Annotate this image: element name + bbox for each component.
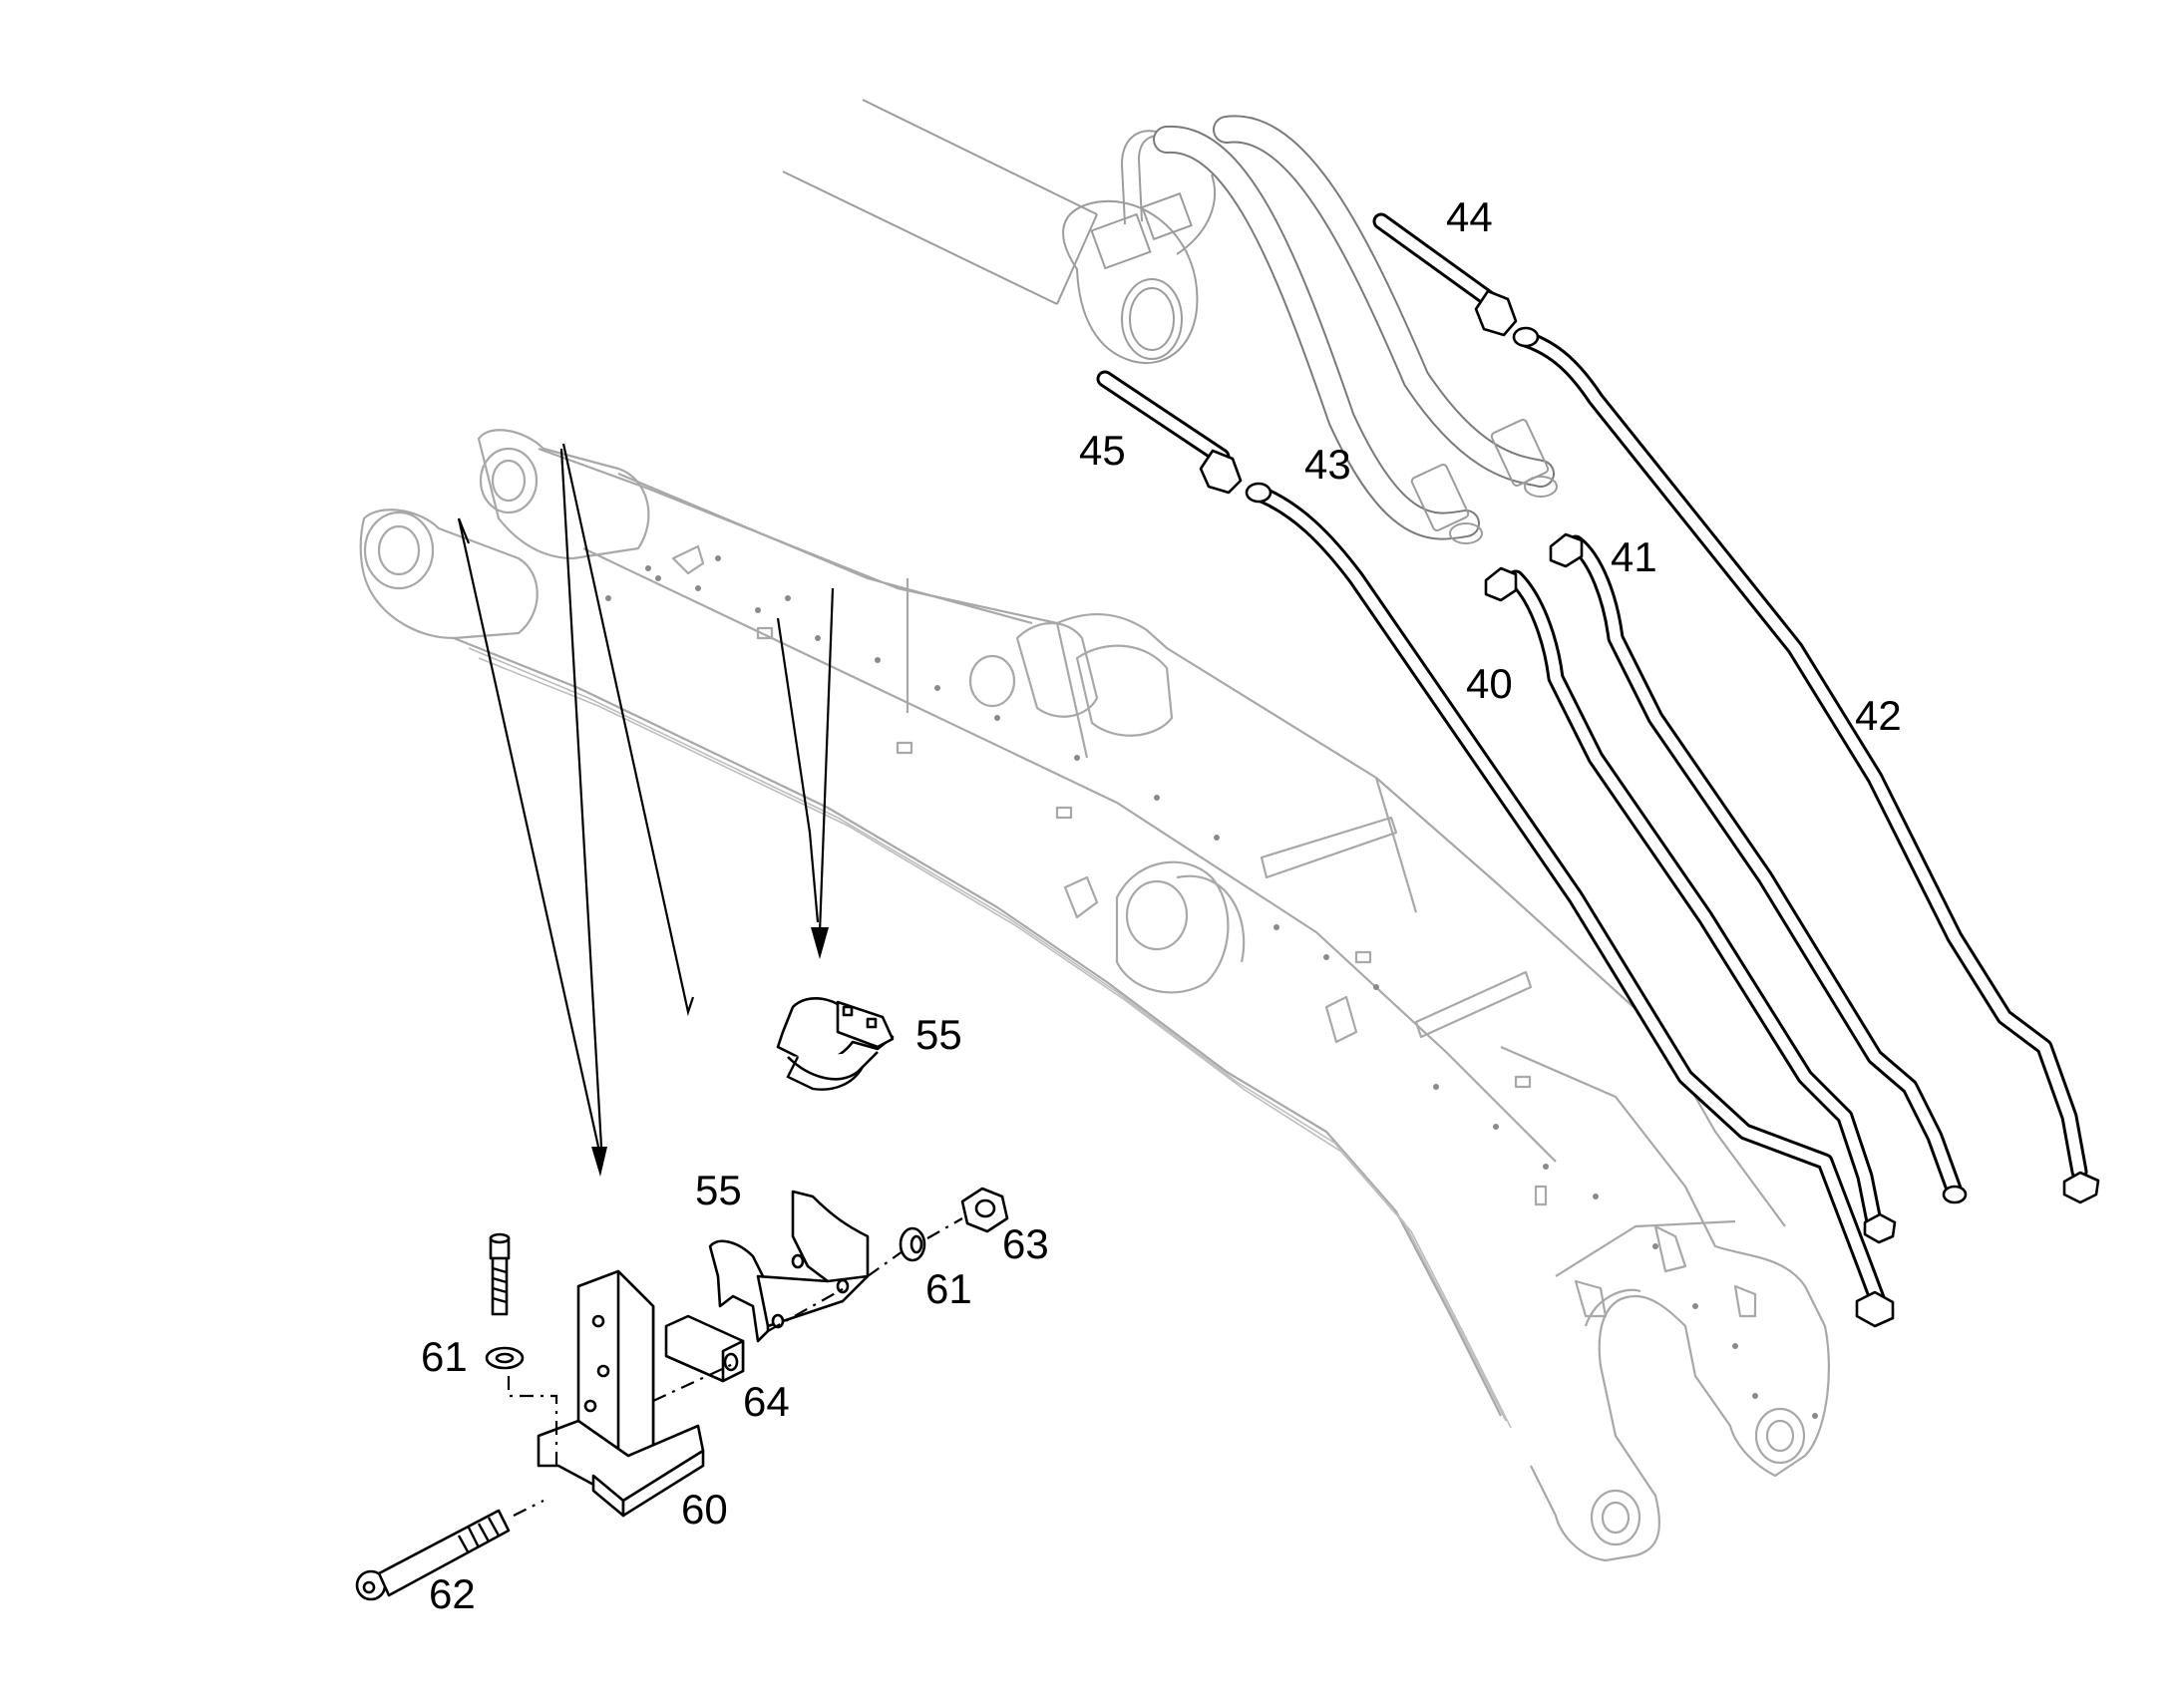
pipe-43	[1245, 482, 1895, 1328]
callout-60: 60	[681, 1486, 728, 1533]
assembly-center-lines	[507, 1217, 963, 1517]
clamp-55-upper	[776, 997, 895, 1091]
pipe-42	[1512, 326, 2100, 1204]
screw-61-left	[485, 1232, 525, 1370]
pipe-41	[1549, 532, 1968, 1204]
callout-55-lower: 55	[695, 1167, 742, 1213]
callout-40: 40	[1466, 660, 1513, 707]
callout-44: 44	[1446, 193, 1493, 240]
callouts: 40 41 42 43 44 45 55 55 60 61 61 62 63 6…	[421, 193, 1902, 1617]
block-64	[664, 1314, 745, 1383]
callout-55-upper: 55	[915, 1011, 962, 1058]
arm-cylinder-ghost	[782, 99, 1217, 364]
callout-64: 64	[743, 1378, 790, 1425]
bolt-62	[355, 1509, 511, 1601]
nut-63	[960, 1187, 1009, 1233]
boom-ghost	[359, 429, 1831, 1562]
callout-43: 43	[1304, 441, 1351, 488]
pipe-45	[1096, 370, 1243, 495]
callout-61-left: 61	[421, 1333, 468, 1380]
callout-41: 41	[1611, 533, 1657, 580]
callout-42: 42	[1855, 692, 1902, 739]
washer-61-right	[899, 1226, 926, 1262]
callout-62: 62	[429, 1570, 476, 1617]
pipe-44	[1372, 212, 1518, 337]
assembly-arrows	[457, 443, 835, 1177]
hoses-ghost	[1153, 115, 1558, 544]
clamp-55-lower	[708, 1190, 870, 1343]
callout-61-right: 61	[925, 1265, 972, 1312]
callout-63: 63	[1002, 1220, 1049, 1267]
bracket-60	[537, 1269, 705, 1518]
pipe-40	[1484, 566, 1897, 1244]
callout-45: 45	[1079, 427, 1126, 474]
